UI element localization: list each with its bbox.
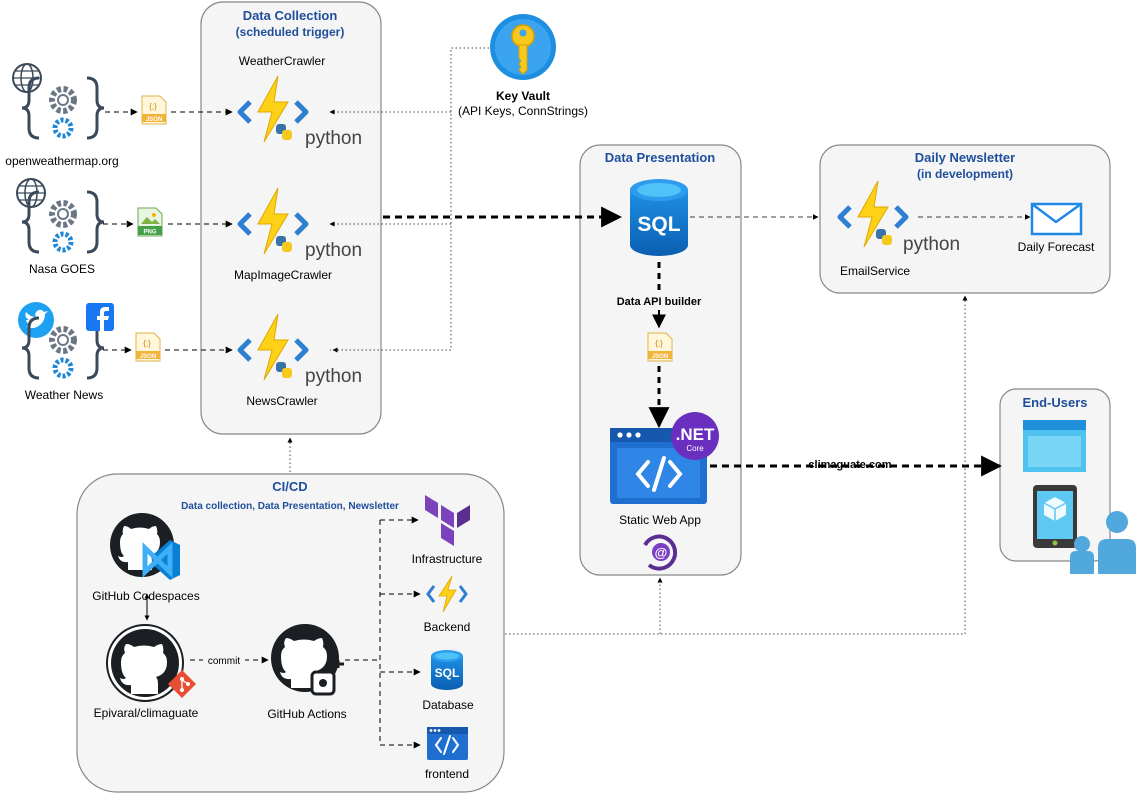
end-users	[1023, 420, 1136, 574]
function-weather-crawler: WeatherCrawler python	[239, 54, 362, 149]
key-icon	[490, 14, 556, 80]
python-wordmark: python	[305, 240, 362, 261]
cicd-title: CI/CD	[272, 479, 307, 494]
svg-text:{;}: {;}	[655, 339, 663, 348]
database: SQL Database	[422, 650, 474, 712]
key-vault-subtitle: (API Keys, ConnStrings)	[458, 104, 588, 118]
svg-text:@: @	[655, 545, 668, 560]
sql-label: SQL	[637, 213, 680, 236]
daily-newsletter-subtitle: (in development)	[917, 167, 1013, 181]
source-nasa: Nasa GOES	[16, 178, 104, 276]
json-file-icon: {;} JSON	[135, 332, 161, 362]
infrastructure-label: Infrastructure	[412, 552, 483, 566]
svg-text:JSON: JSON	[146, 117, 162, 123]
key-vault: Key Vault (API Keys, ConnStrings)	[458, 14, 588, 118]
github-codespaces: GitHub Codespaces	[92, 513, 200, 603]
key-vault-title: Key Vault	[496, 89, 550, 103]
daily-newsletter-title: Daily Newsletter	[915, 150, 1015, 165]
data-collection-subtitle: (scheduled trigger)	[236, 25, 345, 39]
database-sql-label: SQL	[435, 666, 460, 680]
python-wordmark: python	[305, 366, 362, 387]
static-web-app-label: Static Web App	[619, 513, 701, 527]
function-mapimage-crawler: python MapImageCrawler	[234, 188, 362, 282]
backend-label: Backend	[424, 620, 471, 634]
svg-text:.NET: .NET	[676, 425, 715, 444]
svg-text:{;}: {;}	[149, 102, 157, 111]
sql-database: SQL	[630, 179, 688, 256]
frontend: frontend	[425, 727, 469, 781]
end-users-title: End-Users	[1022, 395, 1087, 410]
edge-label-commit: commit	[208, 656, 240, 667]
static-web-app: .NET Core Static Web App @	[610, 412, 719, 571]
data-collection-group: Data Collection (scheduled trigger)	[200, 1, 382, 435]
backend: Backend	[424, 575, 471, 634]
function-label-email: EmailService	[840, 264, 910, 278]
email-service: python EmailService	[840, 181, 960, 278]
json-file-icon: {;} JSON	[647, 332, 673, 362]
vscode-icon	[142, 540, 180, 580]
svg-text:Core: Core	[686, 444, 704, 453]
api-builder-label: Data API builder	[617, 296, 702, 308]
function-label-news: NewsCrawler	[246, 394, 317, 408]
actions-label: GitHub Actions	[267, 707, 346, 721]
envelope-icon	[1030, 202, 1083, 236]
terraform-icon	[425, 495, 470, 546]
dotnet-core-icon: .NET Core	[671, 412, 719, 460]
function-label-mapimage: MapImageCrawler	[234, 268, 332, 282]
github-actions-icon	[271, 624, 344, 696]
users-icon	[1070, 511, 1136, 574]
database-label: Database	[422, 698, 474, 712]
source-label-weather-news: Weather News	[25, 388, 103, 402]
cicd-subtitle: Data collection, Data Presentation, News…	[181, 501, 399, 512]
json-file-icon: {;} JSON	[141, 95, 167, 125]
edge-label-climaguate: climaguate.com	[808, 459, 891, 471]
sql-database-icon	[630, 179, 688, 256]
python-wordmark: python	[305, 128, 362, 149]
svg-text:JSON: JSON	[140, 354, 156, 360]
daily-forecast-label: Daily Forecast	[1018, 240, 1095, 254]
azure-function-small-icon	[426, 575, 468, 613]
svg-text:{;}: {;}	[143, 339, 151, 348]
data-collection-title: Data Collection	[243, 8, 338, 23]
github-repo: Epivaral/climaguate	[94, 624, 199, 720]
github-actions: GitHub Actions	[267, 624, 347, 721]
blazor-icon: @	[643, 534, 678, 571]
infrastructure: Infrastructure	[412, 495, 483, 566]
edge-cicd-newsletter	[505, 295, 968, 635]
browser-window-icon	[1023, 420, 1086, 472]
svg-text:JSON: JSON	[652, 354, 668, 360]
function-label-weather: WeatherCrawler	[239, 54, 325, 68]
daily-forecast: Daily Forecast	[1018, 202, 1095, 254]
python-wordmark: python	[903, 234, 960, 255]
codespaces-label: GitHub Codespaces	[92, 589, 199, 603]
function-news-crawler: python NewsCrawler	[240, 314, 362, 408]
source-weather-news: Weather News	[18, 302, 114, 402]
edges	[103, 47, 1031, 749]
data-presentation-title: Data Presentation	[605, 150, 716, 165]
source-openweathermap: openweathermap.org	[5, 63, 119, 168]
png-file-icon: PNG	[137, 207, 163, 237]
svg-text:PNG: PNG	[143, 230, 156, 236]
source-label-openweathermap: openweathermap.org	[5, 154, 118, 168]
static-web-app-small-icon	[427, 727, 468, 760]
mobile-app-icon	[1033, 485, 1077, 548]
facebook-icon	[86, 303, 114, 331]
source-label-nasa: Nasa GOES	[29, 262, 95, 276]
git-icon	[168, 670, 196, 698]
repo-label: Epivaral/climaguate	[94, 706, 199, 720]
daily-newsletter-group: Daily Newsletter (in development)	[819, 144, 1111, 294]
frontend-label: frontend	[425, 767, 469, 781]
twitter-icon	[18, 302, 54, 338]
sql-database-small-icon	[431, 650, 463, 690]
github-icon	[106, 624, 184, 702]
